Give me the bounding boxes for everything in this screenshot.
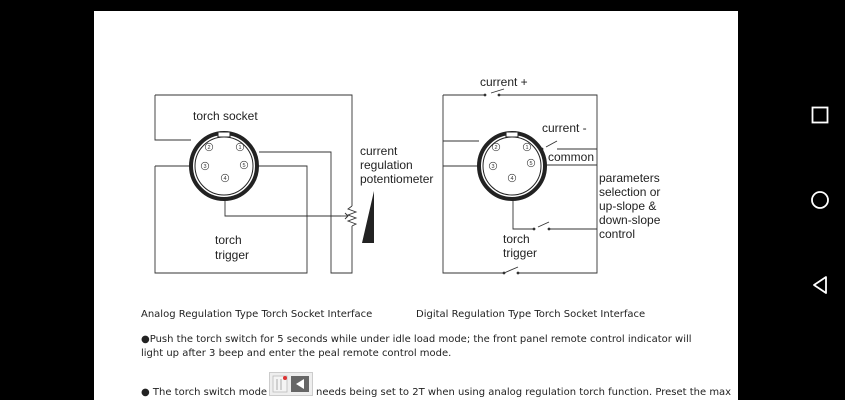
digital-pin-3: 3 [491,164,494,170]
analog-torch-socket: 2 1 3 5 4 [189,131,259,201]
digital-common-label: common [548,150,594,164]
analog-trigger-label-1: torch [215,233,242,247]
analog-torch-socket-label: torch socket [193,109,258,123]
digital-current-minus-label: current - [542,121,587,135]
paragraph-2-start: ● The torch switch mode [141,387,268,398]
digital-params-label-3: up-slope & [599,199,656,213]
digital-caption: Digital Regulation Type Torch Socket Int… [416,309,646,320]
analog-pot-label-1: current [360,144,398,158]
digital-pin-1: 1 [525,145,528,151]
digital-params-label-2: selection or [599,185,660,199]
paragraph-1-line-2: light up after 3 beep and enter the peal… [141,348,452,359]
document-page: 2 1 3 5 4 torch socket current regulatio… [94,11,738,400]
analog-pin-2: 2 [207,145,210,151]
paragraph-1-line-1: ●Push the torch switch for 5 seconds whi… [141,334,692,345]
home-button[interactable] [794,180,845,220]
analog-caption: Analog Regulation Type Torch Socket Inte… [141,309,373,320]
digital-params-label-5: control [599,227,635,241]
analog-pot-wedge [362,191,374,243]
analog-trigger-label-2: trigger [215,248,249,262]
digital-params-label-4: down-slope [599,213,661,227]
square-icon [811,106,828,124]
triangle-back-icon [812,276,827,294]
switch-mode-icon [269,372,313,396]
back-button[interactable] [794,265,845,305]
digital-pin-2: 2 [494,145,497,151]
analog-pin-3: 3 [203,164,206,170]
digital-trigger-label-1: torch [503,232,530,246]
digital-current-plus-label: current + [480,75,528,89]
diagrams: 2 1 3 5 4 torch socket current regulatio… [154,75,661,275]
navigation-bar [794,0,845,400]
digital-torch-socket: 2 1 3 5 4 [477,131,547,201]
analog-pot-label-3: potentiometer [360,172,433,186]
digital-params-label-1: parameters [599,171,660,185]
analog-pin-1: 1 [238,145,241,151]
paragraph-2-end: needs being set to 2T when using analog … [316,387,732,398]
circle-icon [810,191,829,209]
digital-pin-4: 4 [510,176,513,182]
analog-pot-label-2: regulation [360,158,413,172]
analog-pin-4: 4 [223,176,226,182]
digital-pin-5: 5 [529,161,532,167]
analog-pin-5: 5 [242,163,245,169]
digital-trigger-label-2: trigger [503,246,537,260]
recent-apps-button[interactable] [794,95,845,135]
